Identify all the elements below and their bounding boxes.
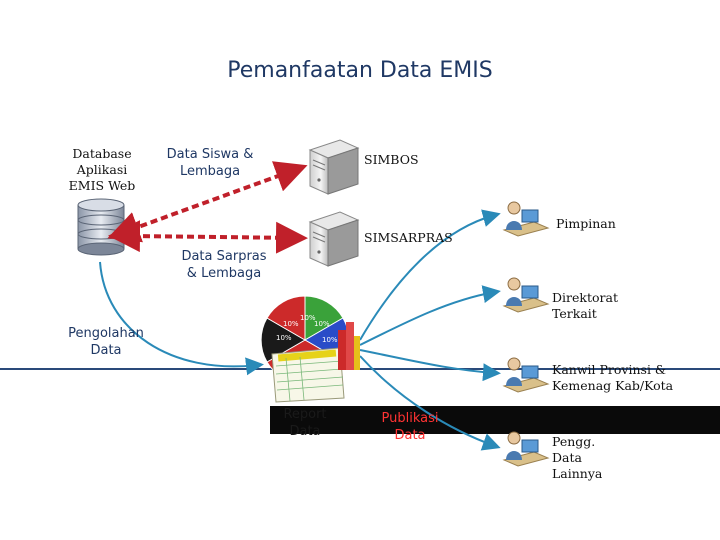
label-report: Report Data — [283, 407, 327, 439]
label-data-siswa: Data Siswa & Lembaga — [166, 147, 254, 179]
pie-label: 10% — [283, 320, 299, 328]
arrow-pengguna — [359, 355, 501, 451]
arrow-pengolahan — [99, 261, 264, 376]
user-icon — [502, 431, 550, 467]
pie-label: 10% — [314, 320, 330, 328]
pie-label: 10% — [276, 334, 292, 342]
pie-label: 10% — [300, 314, 316, 322]
arrow-simbos — [107, 161, 308, 243]
user-icon — [502, 277, 550, 313]
arrow-simsarpras — [108, 220, 308, 254]
dark-strip — [270, 406, 720, 434]
database-icon — [77, 198, 125, 256]
server-label-simbos: SIMBOS — [364, 152, 419, 167]
database-label: Database Aplikasi EMIS Web — [68, 146, 136, 193]
report-graphic: 10% 10% 10% 10% 10% — [260, 295, 360, 403]
user-label-kanwil: Kanwil Provinsi & Kemenag Kab/Kota — [552, 362, 674, 393]
label-data-sarpras: Data Sarpras & Lembaga — [181, 249, 267, 281]
user-icon — [502, 357, 550, 393]
arrow-pimpinan — [359, 209, 501, 341]
server-icon — [308, 139, 360, 195]
server-label-simsarpras: SIMSARPRAS — [364, 230, 453, 245]
label-pengolahan: Pengolahan Data — [68, 326, 144, 358]
pie-label: 10% — [322, 336, 338, 344]
user-icon — [502, 201, 550, 237]
server-icon — [308, 211, 360, 267]
user-label-pengguna: Pengg. Data Lainnya — [552, 434, 603, 481]
user-label-pimpinan: Pimpinan — [556, 216, 616, 231]
page-title: Pemanfaatan Data EMIS — [227, 58, 493, 83]
arrow-direktorat — [359, 285, 501, 346]
user-label-direktorat: Direktorat Terkait — [552, 290, 618, 321]
label-publikasi: Publikasi Data — [381, 411, 439, 443]
arrow-kanwil — [359, 349, 501, 382]
